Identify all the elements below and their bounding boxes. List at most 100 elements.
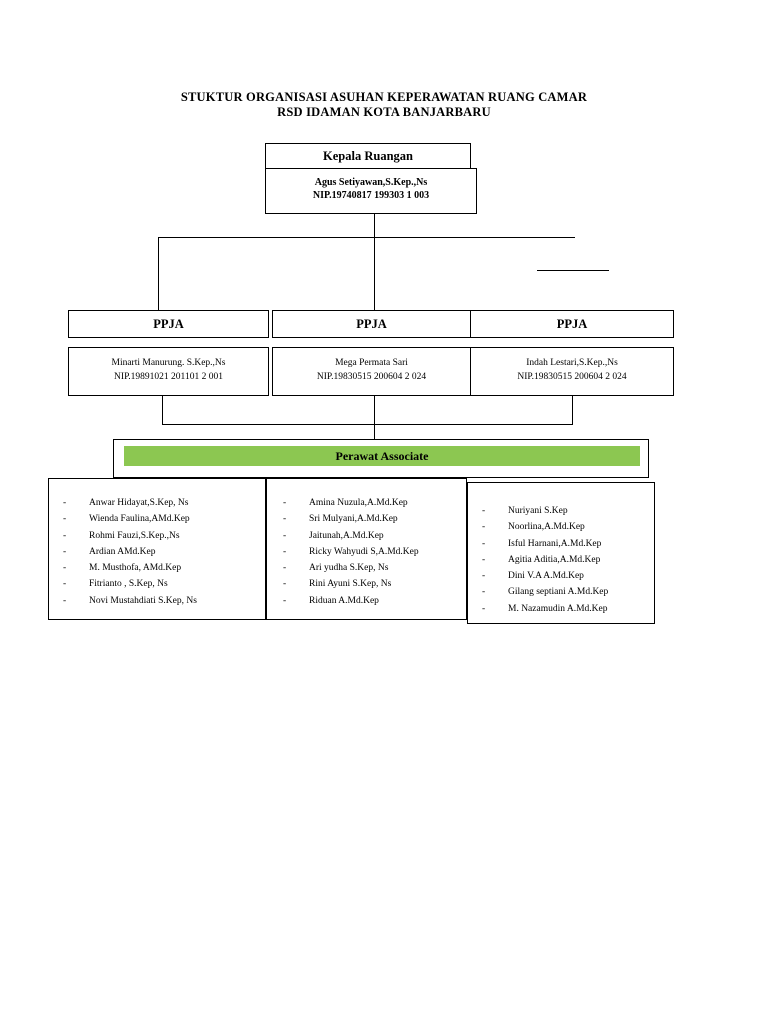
staff-member-name: Sri Mulyani,A.Md.Kep xyxy=(309,514,398,525)
staff-list-item: - Nuriyani S.Kep xyxy=(468,503,654,519)
connector-stem-ppja-3 xyxy=(572,396,573,425)
connector-drop-perawat-associate xyxy=(374,424,375,440)
bullet-dash-icon: - xyxy=(63,530,67,541)
connector-stem-ppja-1 xyxy=(162,396,163,425)
staff-list-item: -Ari yudha S.Kep, Ns xyxy=(267,560,466,576)
ppja-name-1: Minarti Manurung. S.Kep.,Ns xyxy=(111,358,226,368)
staff-member-name: Novi Mustahdiati S.Kep, Ns xyxy=(89,595,197,606)
staff-member-name: Rini Ayuni S.Kep, Ns xyxy=(309,579,392,590)
staff-member-name: Rohmi Fauzi,S.Kep.,Ns xyxy=(89,530,180,541)
ppja-title-box-3: PPJA xyxy=(470,310,674,338)
connector-drop-ppja-2 xyxy=(374,237,375,310)
connector-ppja-bus xyxy=(158,237,575,238)
kepala-ruangan-title-box: Kepala Ruangan xyxy=(265,143,471,169)
bullet-dash-icon: - xyxy=(283,563,287,574)
bullet-dash-icon: - xyxy=(63,546,67,557)
bullet-dash-icon: - xyxy=(63,563,67,574)
staff-member-name: Jaitunah,A.Md.Kep xyxy=(309,530,384,541)
staff-list-item: - Rohmi Fauzi,S.Kep.,Ns xyxy=(49,528,265,544)
staff-list-item: - Jaitunah,A.Md.Kep xyxy=(267,528,466,544)
staff-member-name: Dini V.A A.Md.Kep xyxy=(508,571,584,582)
staff-member-name: Noorlina,A.Md.Kep xyxy=(508,522,585,533)
kepala-ruangan-detail-box: Agus Setiyawan,S.Kep.,Ns NIP.19740817 19… xyxy=(265,168,477,214)
staff-list-item: - Agitia Aditia,A.Md.Kep xyxy=(468,552,654,568)
staff-list-item: - Rini Ayuni S.Kep, Ns xyxy=(267,576,466,592)
bullet-dash-icon: - xyxy=(283,546,287,557)
staff-list-item: - Dini V.A A.Md.Kep xyxy=(468,568,654,584)
bullet-dash-icon: - xyxy=(482,538,486,549)
staff-member-name: Riduan A.Md.Kep xyxy=(309,595,379,606)
staff-list-item: - Ricky Wahyudi S,A.Md.Kep xyxy=(267,544,466,560)
ppja-detail-box-2: Mega Permata Sari NIP.19830515 200604 2 … xyxy=(272,347,471,396)
bullet-dash-icon: - xyxy=(283,595,287,606)
ppja-title-box-1: PPJA xyxy=(68,310,269,338)
bullet-dash-icon: - xyxy=(283,514,287,525)
kepala-ruangan-role: Kepala Ruangan xyxy=(323,148,413,163)
staff-list-item: - Riduan A.Md.Kep xyxy=(267,593,466,609)
staff-list-item: - Fitrianto , S.Kep, Ns xyxy=(49,576,265,592)
staff-member-name: M. Musthofa, AMd.Kep xyxy=(89,563,182,574)
ppja-detail-box-3: Indah Lestari,S.Kep.,Ns NIP.19830515 200… xyxy=(470,347,674,396)
bullet-dash-icon: - xyxy=(63,595,67,606)
staff-list-item: - Anwar Hidayat,S.Kep, Ns xyxy=(49,495,265,511)
staff-member-name: Amina Nuzula,A.Md.Kep xyxy=(309,498,408,508)
staff-column-3: - Nuriyani S.Kep - Noorlina,A.Md.Kep - Isful … xyxy=(467,482,655,624)
staff-list-item: - Novi Mustahdiati S.Kep, Ns xyxy=(49,593,265,609)
bullet-dash-icon: - xyxy=(482,506,486,516)
staff-list-1: - Anwar Hidayat,S.Kep, Ns - Wienda Faulina,… xyxy=(49,479,265,609)
staff-list-item: - M. Musthofa, AMd.Kep xyxy=(49,560,265,576)
ppja-detail-box-1: Minarti Manurung. S.Kep.,Ns NIP.19891021… xyxy=(68,347,269,396)
bullet-dash-icon: - xyxy=(482,522,486,533)
connector-stem-ppja-2 xyxy=(374,396,375,425)
bullet-dash-icon: - xyxy=(63,579,67,590)
staff-column-1: - Anwar Hidayat,S.Kep, Ns - Wienda Faulina,… xyxy=(48,478,266,620)
bullet-dash-icon: - xyxy=(63,514,67,525)
staff-member-name: M. Nazamudin A.Md.Kep xyxy=(508,603,608,614)
connector-pa-bus xyxy=(162,424,573,425)
ppja-role-3: PPJA xyxy=(556,316,588,331)
perawat-associate-label: Perawat Associate xyxy=(335,448,429,463)
connector-drop-ppja-1 xyxy=(158,237,159,310)
staff-list-3: - Nuriyani S.Kep - Noorlina,A.Md.Kep - Isful … xyxy=(468,483,654,617)
staff-member-name: Ricky Wahyudi S,A.Md.Kep xyxy=(309,546,419,557)
ppja-title-box-2: PPJA xyxy=(272,310,471,338)
staff-member-name: Isful Harnani,A.Md.Kep xyxy=(508,538,602,549)
bullet-dash-icon: - xyxy=(283,498,287,508)
ppja-role-2: PPJA xyxy=(356,316,387,331)
bullet-dash-icon: - xyxy=(63,498,67,508)
kepala-ruangan-nip: NIP.19740817 199303 1 003 xyxy=(312,190,430,201)
bullet-dash-icon: - xyxy=(482,603,486,614)
perawat-associate-banner: Perawat Associate xyxy=(124,446,640,466)
ppja-role-1: PPJA xyxy=(153,316,184,331)
page-title-line2: RSD IDAMAN KOTA BANJARBARU xyxy=(277,105,491,119)
staff-list-item: - Wienda Faulina,AMd.Kep xyxy=(49,511,265,527)
bullet-dash-icon: - xyxy=(283,530,287,541)
ppja-name-3: Indah Lestari,S.Kep.,Ns xyxy=(526,358,618,368)
bullet-dash-icon: - xyxy=(283,579,287,590)
staff-list-2: - Amina Nuzula,A.Md.Kep - Sri Mulyani,A.Md.… xyxy=(267,479,466,609)
ppja-nip-1: NIP.19891021 201101 2 001 xyxy=(114,372,223,382)
staff-list-item: - Ardian AMd.Kep xyxy=(49,544,265,560)
bullet-dash-icon: - xyxy=(482,554,486,565)
staff-list-item: - Sri Mulyani,A.Md.Kep xyxy=(267,511,466,527)
staff-column-2: - Amina Nuzula,A.Md.Kep - Sri Mulyani,A.Md.… xyxy=(266,478,467,620)
bullet-dash-icon: - xyxy=(482,587,486,598)
ppja-nip-3: NIP.19830515 200604 2 024 xyxy=(517,372,627,382)
bullet-dash-icon: - xyxy=(482,571,486,582)
staff-member-name: Wienda Faulina,AMd.Kep xyxy=(89,514,190,525)
staff-list-item: - M. Nazamudin A.Md.Kep xyxy=(468,601,654,617)
staff-list-item: - Amina Nuzula,A.Md.Kep xyxy=(267,495,466,511)
connector-orphan-segment xyxy=(537,270,609,271)
kepala-ruangan-name: Agus Setiyawan,S.Kep.,Ns xyxy=(314,177,428,188)
staff-member-name: Nuriyani S.Kep xyxy=(508,506,568,516)
staff-list-item: - Noorlina,A.Md.Kep xyxy=(468,519,654,535)
staff-list-item: - Gilang septiani A.Md.Kep xyxy=(468,584,654,600)
staff-member-name: Ardian AMd.Kep xyxy=(89,546,156,557)
staff-member-name: Anwar Hidayat,S.Kep, Ns xyxy=(89,498,189,508)
staff-member-name: Gilang septiani A.Md.Kep xyxy=(508,587,609,598)
staff-member-name: Fitrianto , S.Kep, Ns xyxy=(89,579,168,590)
staff-member-name: Agitia Aditia,A.Md.Kep xyxy=(508,554,601,565)
ppja-name-2: Mega Permata Sari xyxy=(335,358,408,368)
page-title: STUKTUR ORGANISASI ASUHAN KEPERAWATAN RU… xyxy=(0,90,768,120)
